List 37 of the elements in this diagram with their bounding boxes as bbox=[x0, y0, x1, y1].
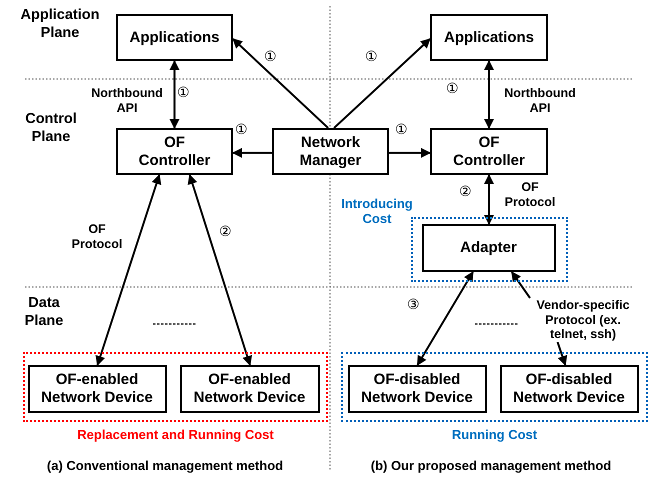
arrow bbox=[484, 174, 494, 225]
arrow bbox=[232, 38, 329, 129]
plane-label: Northbound API bbox=[503, 86, 577, 116]
process-box: Applications bbox=[430, 14, 548, 61]
arrow bbox=[96, 174, 162, 366]
arrow bbox=[416, 271, 474, 366]
group-box bbox=[23, 352, 328, 422]
group-box bbox=[411, 217, 568, 282]
process-box: OF-disabled Network Device bbox=[500, 364, 638, 412]
plane-label: OF Protocol bbox=[504, 180, 556, 210]
process-box: OF-enabled Network Device bbox=[28, 364, 166, 412]
process-box: OF Controller bbox=[116, 128, 233, 175]
cost-label: Introducing Cost bbox=[340, 196, 414, 226]
process-box: Applications bbox=[116, 14, 233, 61]
arrow bbox=[510, 271, 531, 299]
figure-caption: (b) Our proposed management method bbox=[370, 458, 612, 473]
arrow bbox=[389, 148, 431, 158]
process-box: Network Manager bbox=[272, 128, 389, 175]
plane-label: Data Plane bbox=[24, 294, 64, 330]
arrow bbox=[484, 60, 494, 129]
process-box: OF-disabled Network Device bbox=[348, 364, 486, 412]
arrow bbox=[556, 342, 568, 366]
process-box: Adapter bbox=[422, 224, 556, 272]
arrow bbox=[232, 148, 272, 158]
group-box bbox=[341, 352, 648, 422]
process-box: OF-enabled Network Device bbox=[180, 364, 320, 412]
cost-label: Running Cost bbox=[450, 427, 538, 442]
process-box: OF Controller bbox=[430, 128, 548, 175]
figure-caption: (a) Conventional management method bbox=[46, 458, 284, 473]
arrow bbox=[333, 38, 431, 129]
cost-label: Replacement and Running Cost bbox=[76, 427, 275, 442]
plane-label: Northbound API bbox=[90, 86, 164, 116]
plane-label: Control Plane bbox=[24, 110, 78, 146]
plane-label: Application Plane bbox=[20, 6, 100, 42]
plane-label: OF Protocol bbox=[70, 222, 124, 252]
arrow bbox=[170, 60, 180, 129]
arrow bbox=[188, 174, 252, 366]
